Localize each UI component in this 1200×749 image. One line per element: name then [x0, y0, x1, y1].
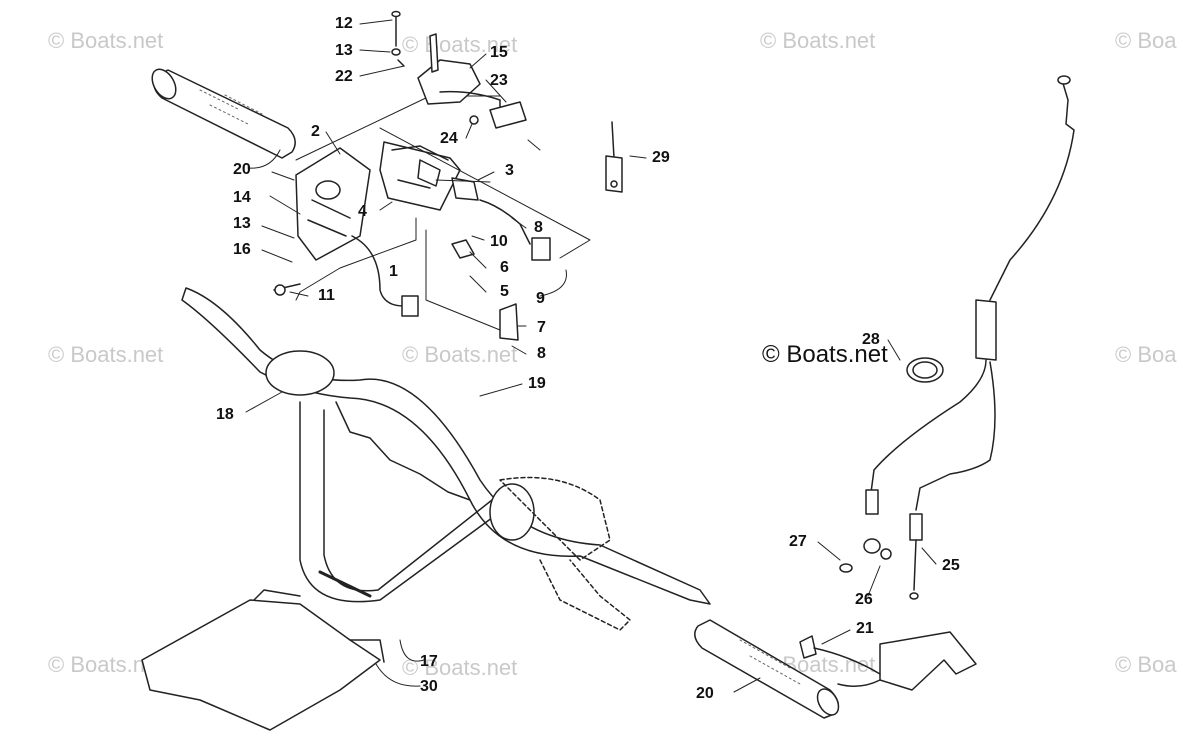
callout-8-lower: 8	[537, 345, 546, 362]
callout-29: 29	[652, 149, 670, 166]
callout-30: 30	[420, 678, 438, 695]
callout-18: 18	[216, 406, 234, 423]
callout-13: 13	[335, 42, 353, 59]
callout-23: 23	[490, 72, 508, 89]
watermark: © Boats.net	[402, 655, 518, 680]
callout-22: 22	[335, 68, 353, 85]
right-grip-part	[694, 619, 840, 719]
bracket-part	[499, 303, 519, 341]
callout-5: 5	[500, 283, 509, 300]
throttle-cable-part	[839, 75, 1075, 600]
callout-15: 15	[490, 44, 508, 61]
callout-26: 26	[855, 591, 873, 608]
handlebar-part	[181, 287, 711, 605]
callout-3: 3	[505, 162, 514, 179]
watermark: © Boa	[1115, 342, 1177, 367]
brake-lever-part	[499, 476, 631, 631]
watermark: © Boats.net	[402, 342, 518, 367]
callout-1: 1	[389, 263, 398, 280]
callout-20-top: 20	[233, 161, 251, 178]
callout-13-lower: 13	[233, 215, 251, 232]
watermark: © Boats.net	[48, 342, 164, 367]
callout-14: 14	[233, 189, 251, 206]
watermark: © Boats.net	[402, 32, 518, 57]
handlebar-pad-part	[141, 589, 385, 731]
switch-housing-part	[295, 141, 479, 261]
watermark: © Boa	[1115, 652, 1177, 677]
callout-21: 21	[856, 620, 874, 637]
watermark: © Boats.net	[760, 28, 876, 53]
callout-28: 28	[862, 331, 880, 348]
callout-11: 11	[318, 287, 335, 304]
callout-16: 16	[233, 241, 251, 258]
callout-27: 27	[789, 533, 807, 550]
copyright-label: © Boats.net	[762, 341, 888, 368]
callout-7: 7	[537, 319, 546, 336]
callout-4: 4	[358, 203, 367, 220]
heater-element-part	[799, 631, 977, 691]
tag-part	[605, 121, 623, 193]
clamp-ring-part	[906, 357, 944, 383]
watermark: © Boa	[1115, 28, 1177, 53]
leader-lines	[245, 19, 937, 693]
throttle-switch-part	[391, 10, 527, 129]
callout-24: 24	[440, 130, 458, 147]
callout-9: 9	[536, 290, 545, 307]
callout-25: 25	[942, 557, 960, 574]
callout-2: 2	[311, 123, 320, 140]
left-grip-part	[151, 68, 296, 159]
callout-19: 19	[528, 375, 546, 392]
harness-part	[351, 235, 419, 317]
screw-part	[273, 283, 301, 296]
callout-12: 12	[335, 15, 353, 32]
callout-10: 10	[490, 233, 508, 250]
callout-17: 17	[420, 653, 438, 670]
watermark: © Boats.net	[48, 28, 164, 53]
sleeve-part	[451, 239, 475, 259]
callout-20-bottom: 20	[696, 685, 714, 702]
callout-6: 6	[500, 259, 509, 276]
callout-8-upper: 8	[534, 219, 543, 236]
